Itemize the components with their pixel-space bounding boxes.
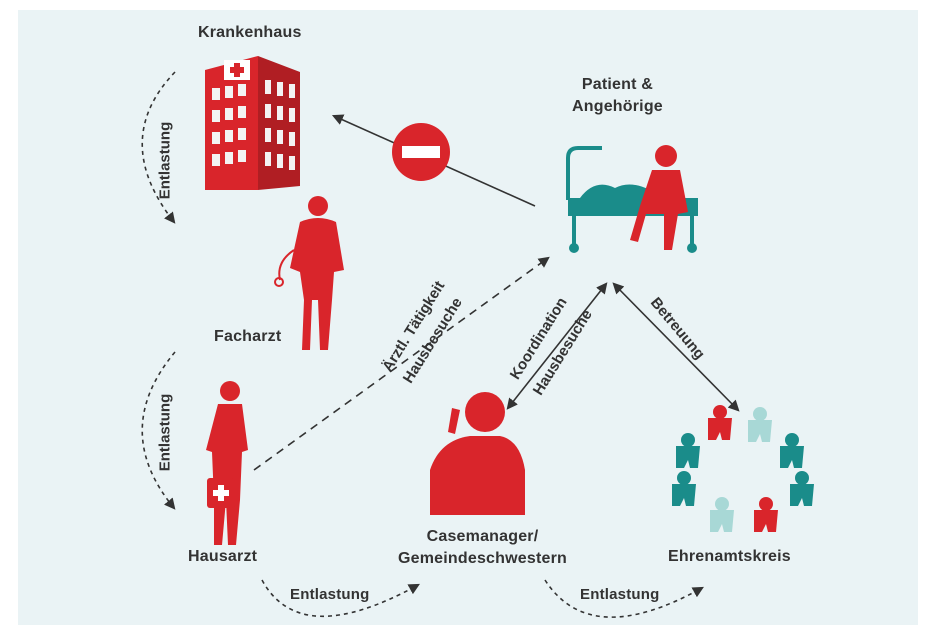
bottom-left-relief-label: Entlastung	[290, 586, 370, 603]
hospital-relief-arc	[141, 71, 176, 224]
bottom-left-relief-arc	[261, 579, 420, 618]
specialist-figure-icon	[274, 196, 344, 350]
hospital-icon	[205, 56, 300, 190]
patient-bed-icon	[566, 145, 698, 253]
gp-figure-icon	[206, 381, 248, 545]
no-entry-icon	[392, 123, 450, 181]
volunteer-circle-icon	[672, 405, 814, 532]
specialist-label: Facharzt	[214, 328, 282, 345]
gp-label: Hausarzt	[188, 548, 258, 565]
casemanager-label: Casemanager/ Gemeindeschwestern	[398, 528, 567, 567]
volunteers-label: Ehrenamtskreis	[668, 548, 791, 565]
casemanager-figure-icon	[430, 392, 525, 515]
bottom-right-relief-arc	[544, 579, 704, 618]
hospital-label: Krankenhaus	[198, 24, 302, 41]
casemanager-patient-arrow	[506, 282, 608, 410]
bottom-right-relief-label: Entlastung	[580, 586, 660, 603]
gp-relief-label: Entlastung	[156, 393, 174, 472]
hospital-relief-label: Entlastung	[156, 121, 174, 200]
patient-volunteer-arrow	[612, 282, 740, 412]
gp-to-patient-arrow	[253, 256, 550, 471]
patient-label: Patient & Angehörige	[572, 76, 663, 115]
